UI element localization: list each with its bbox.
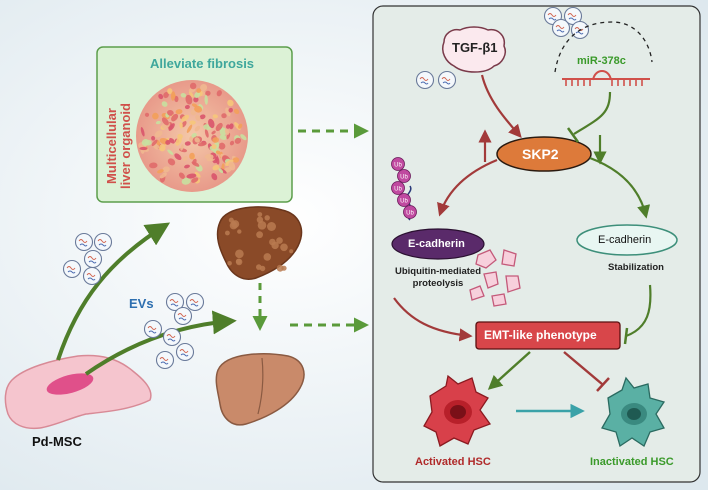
ev-vesicle: [165, 292, 185, 312]
activated-hsc-label: Activated HSC: [415, 456, 491, 468]
arrow-tgf-to-skp2: [480, 74, 522, 138]
evs-label: EVs: [129, 296, 154, 311]
ubiquitin-tag: Ub: [394, 187, 402, 193]
arrow-proteolysis-to-emt: [393, 297, 473, 342]
ubiquitin-bead: [403, 205, 417, 219]
ev-vesicle: [563, 6, 583, 26]
inhibit-stabilization-to-emt: [625, 284, 652, 338]
ubiquitin-tag: Ub: [394, 163, 402, 169]
fibrotic-liver: [216, 206, 303, 280]
organoid-label: Multicellular liver organoid: [104, 100, 134, 210]
stabilization-label: Stabilization: [608, 262, 664, 273]
ev-vesicle: [570, 20, 590, 40]
ubiquitin-label: Ubiquitin-mediated proteolysis: [388, 266, 488, 290]
inhibit-bar-emt: [596, 377, 610, 392]
ubiquitin-bead: [391, 157, 405, 171]
tgf-beta1-shape: [442, 26, 506, 73]
skp2-node: [496, 136, 592, 172]
organoid-label-line1: Multicellular: [104, 108, 119, 184]
ubiquitin-tag: Ub: [400, 199, 408, 205]
ev-vesicle: [162, 327, 182, 347]
inactivated-hsc-label: Inactivated HSC: [590, 456, 674, 468]
ev-vesicle: [143, 319, 163, 339]
healthy-liver: [215, 353, 305, 426]
ecadherin-degraded-node: [391, 228, 485, 260]
ev-vesicle: [155, 350, 175, 370]
ev-vesicle: [93, 232, 113, 252]
organoid-cells: [138, 82, 247, 185]
alleviate-fibrosis-title: Alleviate fibrosis: [150, 56, 255, 71]
ev-vesicle: [83, 249, 103, 269]
mechanism-panel: [372, 5, 701, 483]
skp2-label: SKP2: [522, 146, 559, 162]
ubiquitin-bead: [397, 169, 411, 183]
arrow-emt-to-activated: [487, 351, 531, 390]
ecadherin-right-label: E-cadherin: [598, 234, 652, 246]
ubiquitin-tag: Ub: [400, 175, 408, 181]
inhibit-mirna-to-skp2: [573, 91, 612, 135]
ev-vesicle: [551, 18, 571, 38]
ubiquitin-tag: Ub: [406, 211, 414, 217]
ev-vesicle: [74, 232, 94, 252]
ubiquitin-bead: [391, 181, 405, 195]
extracellular-vesicles: [62, 6, 590, 370]
activated-hsc: [423, 374, 492, 447]
msc-cell: [4, 354, 152, 430]
inhibit-bar-stabilization: [623, 327, 629, 345]
emt-node: [475, 321, 621, 350]
mirna-label: miR-378c: [577, 55, 626, 67]
arrow-skp2-to-ecadherin-right: [589, 156, 651, 219]
inhibit-bar-mirna: [566, 127, 580, 143]
ev-vesicle: [185, 292, 205, 312]
green-arrow-msc-to-organoid: [56, 222, 171, 361]
pd-msc-label: Pd-MSC: [32, 434, 82, 449]
ev-vesicle: [173, 306, 193, 326]
tgf-beta1-label: TGF-β1: [452, 40, 498, 55]
inactivated-hsc: [601, 376, 666, 448]
organoid-label-line2: liver organoid: [118, 103, 133, 189]
emt-label: EMT-like phenotype: [484, 328, 597, 342]
ev-vesicle: [82, 266, 102, 286]
ev-vesicle: [175, 342, 195, 362]
inhibit-emt-to-inactivated: [563, 351, 603, 385]
degradation-fragments: [469, 249, 521, 307]
ubiquitin-bead: [397, 193, 411, 207]
ev-vesicle: [62, 259, 82, 279]
ubiquitin-label-line1: Ubiquitin-mediated: [394, 266, 482, 277]
arrow-skp2-to-ecadherin-left: [437, 158, 498, 217]
mirna-dashed-arc: [554, 21, 653, 73]
mirna-hairpin: [562, 70, 650, 86]
ev-vesicle: [415, 70, 435, 90]
ecadherin-left-label: E-cadherin: [408, 238, 465, 250]
ubiquitin-label-line2: proteolysis: [412, 278, 464, 289]
ecadherin-stable-node: [576, 224, 678, 256]
ev-vesicle: [437, 70, 457, 90]
